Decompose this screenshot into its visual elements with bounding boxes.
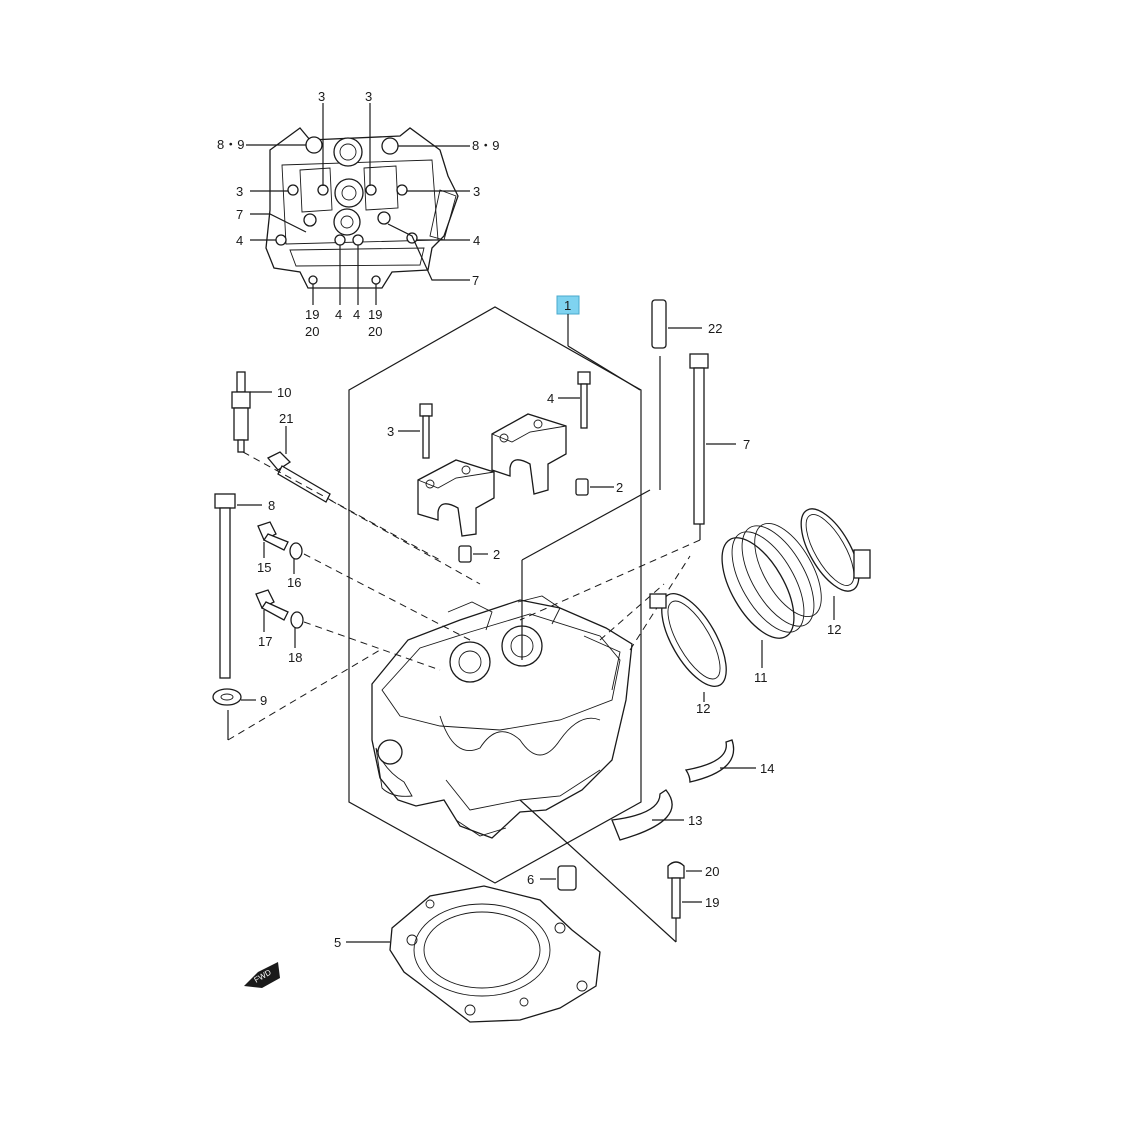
callout-7: 7 [472,273,479,288]
callout-4: 4 [335,307,342,322]
callout-21: 21 [279,411,293,426]
callout-6: 6 [527,872,534,887]
callout-4: 4 [353,307,360,322]
callout-8-9: 8・9 [472,138,499,153]
stud-7 [689,353,736,525]
head-gasket [346,885,601,1023]
callout-15: 15 [257,560,271,575]
callout-19: 19 [368,307,382,322]
callout-18: 18 [288,650,302,665]
half-rings [611,739,756,841]
dowel-pins [458,478,614,563]
callout-16: 16 [287,575,301,590]
callout-10: 10 [277,385,291,400]
dashed-leaders [227,356,701,741]
washer-9 [212,688,256,706]
callout-20: 20 [705,864,719,879]
callout-20: 20 [305,324,319,339]
inset-callouts: 3 3 8・9 8・9 3 3 7 7 4 4 19 20 4 4 19 20 [217,89,499,339]
callout-13: 13 [688,813,702,828]
main-callouts: 22 10 21 4 3 7 2 8 2 15 16 17 18 9 12 11… [257,321,841,950]
callout-7: 7 [743,437,750,452]
assembly-outline [348,306,642,884]
fwd-arrow-icon: FWD [244,962,280,988]
long-bolt-8 [214,493,262,679]
callout-4: 4 [236,233,243,248]
callout-4: 4 [547,391,554,406]
spark-plug [231,371,272,453]
callout-2: 2 [493,547,500,562]
callout-5: 5 [334,935,341,950]
callout-9: 9 [260,693,267,708]
callout-17: 17 [258,634,272,649]
small-bolts [255,521,304,648]
stud-19-nut-20 [519,799,702,943]
callout-19: 19 [705,895,719,910]
part-1-highlight: 1 [556,295,580,346]
callout-2: 2 [616,480,623,495]
callout-8: 8 [268,498,275,513]
camshaft-holders [417,413,567,537]
callout-4: 4 [473,233,480,248]
cap-bolts [398,371,591,459]
intake-boot-assembly [649,508,871,702]
callout-14: 14 [760,761,774,776]
dowel-6 [540,865,577,891]
callout-7: 7 [236,207,243,222]
inset-leader-lines [246,103,470,305]
callout-3: 3 [473,184,480,199]
bolt-21 [266,426,331,503]
callout-12: 12 [696,701,710,716]
valve-22 [651,299,702,349]
callout-11: 11 [754,670,768,685]
cylinder-head-body [371,595,633,839]
head-top-view-inset [265,127,459,289]
callout-3: 3 [318,89,325,104]
callout-3: 3 [236,184,243,199]
callout-22: 22 [708,321,722,336]
callout-8-9: 8・9 [217,137,244,152]
callout-1: 1 [564,298,571,313]
callout-3: 3 [365,89,372,104]
callout-12: 12 [827,622,841,637]
leader-1-to-head [521,489,651,561]
callout-3: 3 [387,424,394,439]
callout-19: 19 [305,307,319,322]
callout-20: 20 [368,324,382,339]
